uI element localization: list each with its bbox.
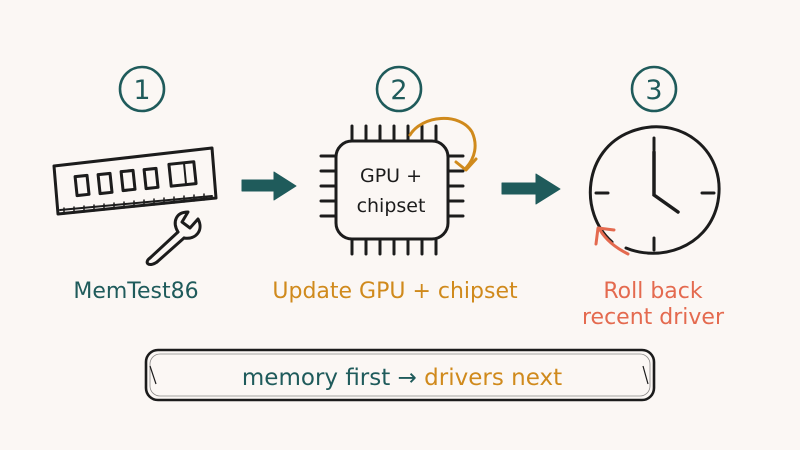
- refresh-arrow-icon: [408, 117, 478, 172]
- clock-icon: [588, 125, 721, 255]
- summary-text: memory first → drivers next: [242, 365, 562, 391]
- summary-part-2: drivers next: [424, 365, 562, 391]
- step-1-number-badge: 1: [118, 65, 166, 113]
- step-3-label-line-2: recent driver: [582, 305, 725, 330]
- arrow-step-1-to-2: [241, 171, 297, 201]
- step-2-label: Update GPU + chipset: [272, 279, 518, 304]
- wrench-icon: [145, 210, 202, 266]
- summary-arrow: →: [398, 365, 417, 391]
- rollback-arrow-icon: [594, 226, 630, 256]
- ram-stick-icon: [52, 146, 218, 216]
- step-2-number-badge: 2: [375, 65, 423, 113]
- summary-banner: [144, 348, 656, 402]
- step-3-number: 3: [645, 75, 662, 106]
- step-1-number: 1: [133, 75, 150, 106]
- arrow-step-2-to-3: [501, 173, 561, 205]
- step-3-label-line-1: Roll back: [603, 279, 703, 304]
- step-1-label: MemTest86: [73, 279, 198, 304]
- chip-text-line-1: GPU +: [360, 165, 422, 187]
- step-2-number: 2: [390, 75, 407, 106]
- step-3-number-badge: 3: [630, 65, 678, 113]
- summary-part-1: memory first: [242, 365, 390, 391]
- chip-text-line-2: chipset: [357, 195, 426, 217]
- chip-icon: [319, 124, 465, 256]
